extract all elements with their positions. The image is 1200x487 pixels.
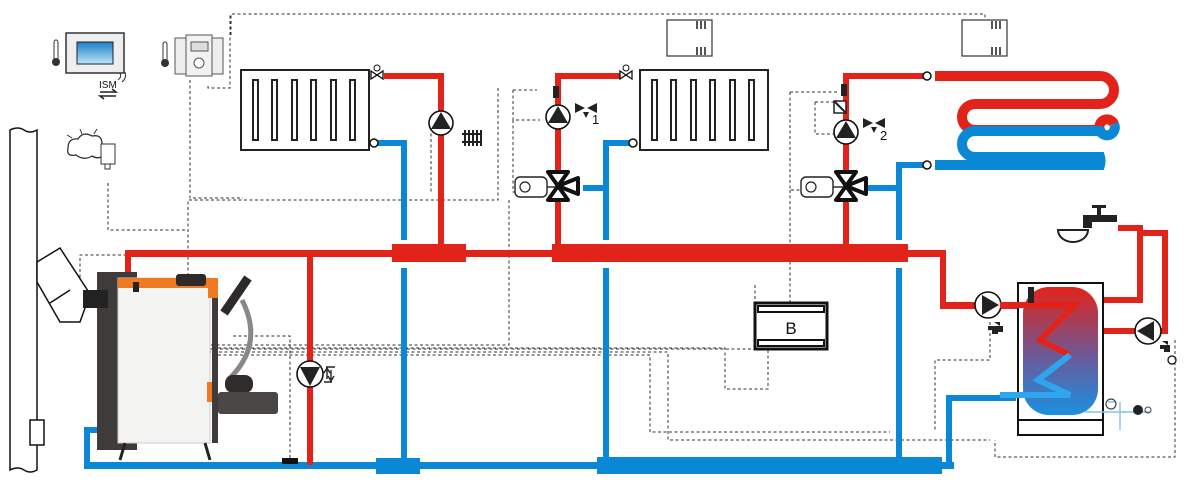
room-sensor-2 — [961, 19, 1008, 57]
module-b-label: B — [785, 319, 796, 338]
thermostatic-valve-icon — [370, 69, 384, 81]
tap-icon — [988, 322, 1003, 334]
pump-dhw-charge — [974, 291, 1003, 334]
thermometer-icon — [52, 39, 60, 66]
pump-dhw-recirculation — [1134, 317, 1177, 365]
pellet-boiler — [83, 272, 298, 464]
radiator-direct-circuit — [240, 64, 384, 151]
return-pipes — [84, 140, 1016, 474]
wireless-icon — [117, 71, 127, 83]
circuit-1-label: 1 — [592, 112, 599, 127]
pump-direct-circuit — [428, 110, 482, 146]
safety-group — [1085, 401, 1150, 430]
dhw-cylinder — [1000, 282, 1152, 436]
ism-label: ISM — [99, 80, 117, 91]
mixing-valve-1 — [514, 170, 580, 202]
radiator-icon — [462, 130, 482, 146]
module-b: B — [753, 301, 829, 351]
circuit-2-label: 2 — [880, 128, 887, 143]
pump-boiler-loop — [296, 360, 335, 388]
tap-basin — [1056, 205, 1117, 243]
room-panel-controller: ISM — [52, 32, 127, 100]
outdoor-sensor — [66, 128, 116, 170]
room-thermostat — [161, 34, 224, 77]
radiator-mixed-circuit — [619, 64, 769, 151]
room-sensor-1 — [666, 19, 713, 57]
underfloor-heating-loop — [922, 71, 1120, 170]
chimney — [9, 127, 91, 473]
supply-pipes — [125, 73, 1168, 465]
pump-mixed-circuit-2: 2 — [833, 84, 887, 145]
mixing-valve-2 — [800, 170, 868, 202]
bidirectional-arrows-icon — [97, 88, 119, 100]
fan-coil-icon — [575, 103, 597, 118]
pump-mixed-circuit-1: 1 — [545, 86, 599, 130]
